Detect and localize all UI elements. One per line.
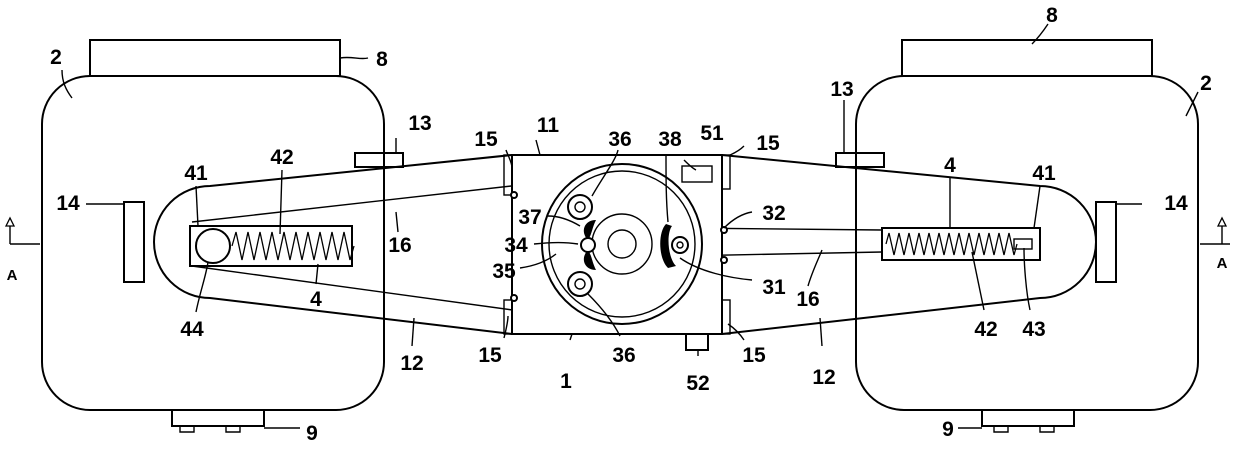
section-line-left — [10, 224, 40, 244]
right-wheel-unit — [680, 40, 1198, 432]
leader-41-right — [1034, 186, 1040, 228]
label-13-left: 13 — [408, 112, 431, 135]
sensor-52 — [686, 334, 708, 350]
pivot-lr — [721, 257, 727, 263]
label-41-right: 41 — [1032, 162, 1056, 185]
left-bottom-block-9 — [172, 410, 264, 426]
label-4-right: 4 — [944, 154, 956, 177]
hinge-15-lr — [722, 300, 730, 334]
center-body — [504, 155, 730, 350]
section-line-right — [1200, 224, 1230, 244]
pulley-36-top — [568, 195, 592, 219]
leader-41-left — [196, 186, 198, 226]
label-9-left: 9 — [306, 422, 318, 445]
label-14-right: 14 — [1164, 192, 1188, 215]
label-51: 51 — [700, 122, 724, 145]
pivot-ul — [511, 192, 517, 198]
label-1: 1 — [560, 370, 572, 393]
label-12-right: 12 — [812, 366, 835, 389]
label-15-ul: 15 — [474, 128, 498, 151]
left-spring-42 — [232, 232, 354, 260]
left-top-block-8 — [90, 40, 340, 76]
right-bracket-13 — [836, 153, 884, 167]
label-36-top: 36 — [608, 128, 631, 151]
label-42-right: 42 — [974, 318, 997, 341]
label-2-right: 2 — [1200, 72, 1212, 95]
right-spring-42 — [886, 233, 1017, 255]
hinge-15-ur — [722, 155, 730, 189]
label-16-left: 16 — [388, 234, 411, 257]
leader-44 — [196, 262, 208, 312]
label-section-right: A — [1217, 255, 1228, 272]
label-8-left: 8 — [376, 48, 388, 71]
leader-15-ur — [728, 146, 744, 156]
right-mount-14 — [1096, 202, 1116, 282]
label-12-left: 12 — [400, 352, 423, 375]
label-42-left: 42 — [270, 146, 293, 169]
label-38: 38 — [658, 128, 682, 151]
label-16-right: 16 — [796, 288, 819, 311]
left-bracket-13 — [355, 153, 403, 167]
gear-34 — [581, 238, 595, 252]
right-bottom-block-9 — [982, 410, 1074, 426]
left-roller-44 — [196, 229, 230, 263]
label-36-bottom: 36 — [612, 344, 635, 367]
label-32: 32 — [762, 202, 785, 225]
label-11: 11 — [537, 114, 560, 137]
label-15-lr: 15 — [742, 344, 766, 367]
leader-16-left — [396, 212, 398, 232]
label-4-left: 4 — [310, 288, 322, 311]
label-15-ur: 15 — [756, 132, 780, 155]
label-41-left: 41 — [184, 162, 208, 185]
crank-pin — [672, 237, 688, 253]
label-13-right: 13 — [830, 78, 853, 101]
label-44: 44 — [180, 318, 204, 341]
label-9-right: 9 — [942, 418, 954, 441]
left-mount-14 — [124, 202, 144, 282]
label-8-right: 8 — [1046, 4, 1058, 27]
label-15-ll: 15 — [478, 344, 502, 367]
right-top-block-8 — [902, 40, 1152, 76]
leader-16-right — [808, 250, 822, 286]
pulley-36-bottom — [568, 272, 592, 296]
label-35: 35 — [492, 260, 516, 283]
pivot-ll — [511, 295, 517, 301]
label-2-left: 2 — [50, 46, 62, 69]
section-arrow-left — [6, 218, 14, 226]
label-31: 31 — [762, 276, 786, 299]
label-34: 34 — [504, 234, 528, 257]
label-43: 43 — [1022, 318, 1045, 341]
leader-8-left — [340, 57, 368, 58]
label-section-left: A — [7, 267, 18, 284]
section-arrow-right — [1218, 218, 1226, 226]
leader-11 — [536, 140, 540, 155]
label-14-left: 14 — [56, 192, 80, 215]
label-52: 52 — [686, 372, 709, 395]
label-37: 37 — [518, 206, 541, 229]
leader-32 — [724, 212, 752, 228]
